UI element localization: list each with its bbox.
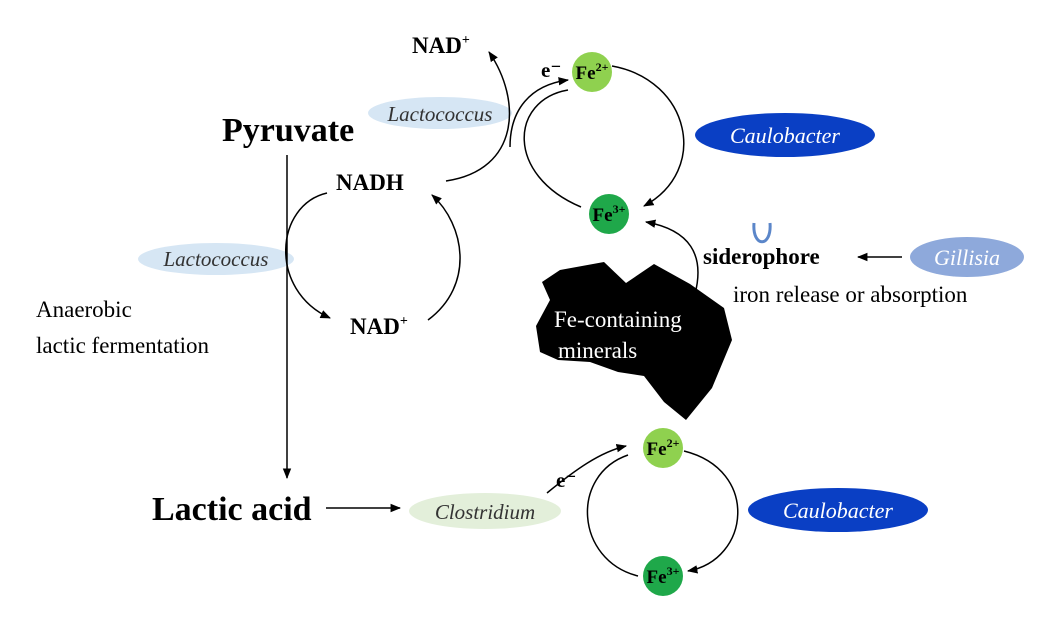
fe2-upper-node: [572, 52, 612, 92]
caulobacter-top-label: Caulobacter: [730, 123, 840, 148]
fe3-upper-node: [589, 194, 629, 234]
electron-top-arc: [509, 77, 570, 148]
iron-release-label: iron release or absorption: [733, 282, 968, 307]
fe3-lower-label: Fe3+: [647, 564, 680, 588]
lactococcus-left-ellipse: [138, 243, 294, 275]
electron-bottom-label: e⁻: [556, 468, 576, 492]
nadh-to-nad-top-arc: [445, 51, 511, 182]
fe3-to-fe2-upper-arc: [523, 89, 582, 208]
gillisia-label: Gillisia: [934, 245, 1000, 270]
fe2-lower-node: [643, 428, 683, 468]
nad-mid-label: NAD+: [350, 314, 408, 339]
anaerobic-label-line1: Anaerobic: [36, 297, 132, 322]
siderophore-icon: [752, 222, 772, 244]
fe3-to-fe2-lower-arc: [586, 454, 639, 577]
anaerobic-label-line2: lactic fermentation: [36, 333, 210, 358]
clostridium-label: Clostridium: [435, 500, 535, 524]
fe2-to-fe3-upper-arc: [611, 65, 685, 207]
clostridium-ellipse: [409, 493, 561, 529]
lactococcus-left-label: Lactococcus: [163, 247, 269, 271]
minerals-label-line2: minerals: [558, 338, 637, 363]
minerals-label-line1: Fe-containing: [554, 307, 682, 332]
nad-to-nadh-arc: [427, 194, 461, 321]
caulobacter-bottom-label: Caulobacter: [783, 498, 893, 523]
fe2-lower-label: Fe2+: [647, 436, 680, 460]
fe-minerals-rock: [536, 262, 732, 420]
electron-bottom-arc: [546, 444, 628, 494]
pyruvate-label: Pyruvate: [222, 112, 354, 149]
lactococcus-top-label: Lactococcus: [387, 102, 493, 126]
caulobacter-bottom-ellipse: [748, 488, 928, 532]
siderophore-label: siderophore: [703, 244, 820, 269]
minerals-to-fe3-arc: [644, 219, 699, 295]
lactic-acid-label: Lactic acid: [152, 491, 312, 528]
fe2-upper-label: Fe2+: [576, 60, 609, 84]
fe2-to-fe3-lower-arc: [683, 450, 739, 574]
electron-top-label: e⁻: [541, 58, 561, 82]
fe3-upper-label: Fe3+: [593, 202, 626, 226]
caulobacter-top-ellipse: [695, 113, 875, 157]
nad-top-label: NAD+: [412, 33, 470, 58]
lactococcus-top-ellipse: [368, 97, 512, 129]
gillisia-ellipse: [910, 237, 1024, 277]
fe3-lower-node: [643, 556, 683, 596]
nadh-to-nad-arc: [285, 192, 331, 319]
nadh-label: NADH: [336, 170, 404, 195]
